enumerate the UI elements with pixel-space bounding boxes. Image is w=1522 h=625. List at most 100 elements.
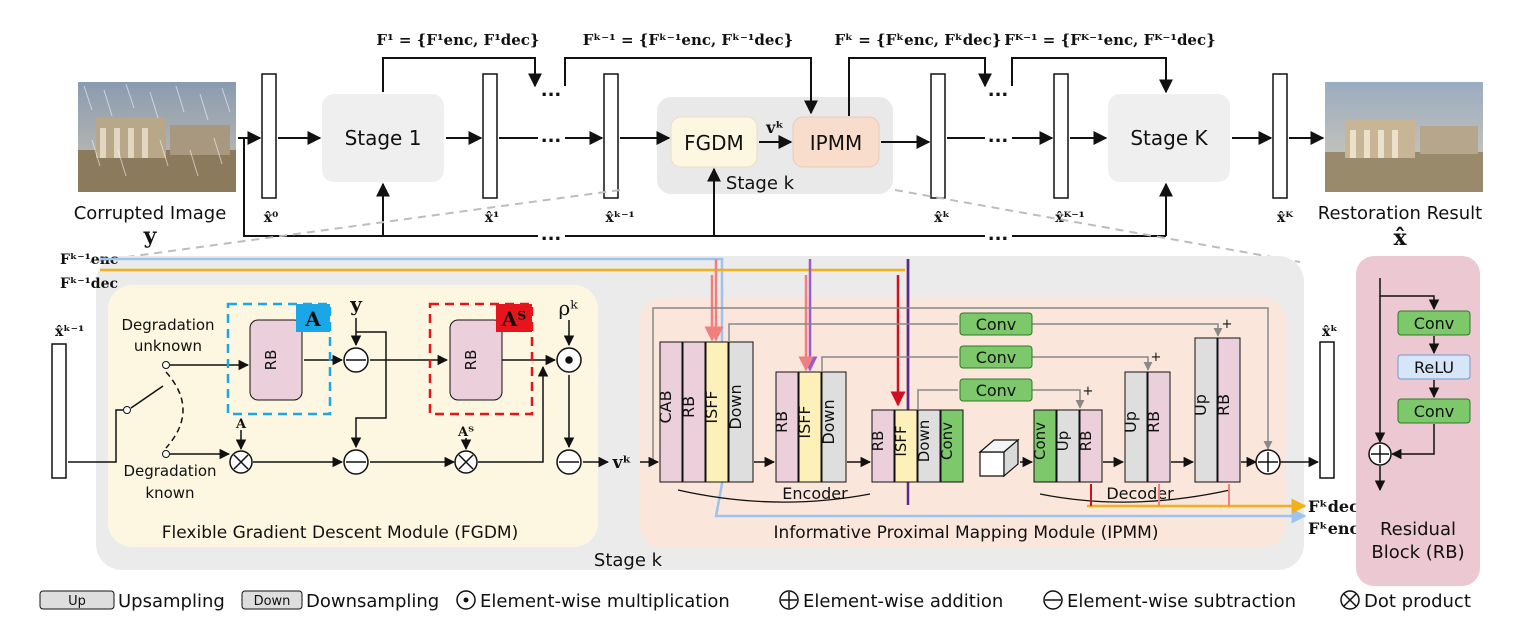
dec2-rb: RB [1144,411,1163,433]
ellipsis: ... [541,80,562,101]
enc1-isff: ISFF [702,390,721,423]
fgdm-box-label: FGDM [684,131,744,155]
rb-1-label: RB [262,350,280,371]
ipmm-box-label: IPMM [810,131,862,155]
ellipsis: ... [988,224,1009,245]
stage-1-box [322,94,444,182]
legend-mult: Element-wise multiplication [480,591,730,612]
degradation-known-label-1: Degradation [123,462,216,480]
legend-upsampling: Upsampling [118,591,225,612]
ellipsis: ... [541,224,562,245]
dec1-up: Up [1054,431,1072,452]
dec3-rb: RB [1214,394,1233,416]
encoder-block-1: CAB RB ISFF Down [656,341,754,483]
plus-3: + [1083,384,1094,399]
input-label: Corrupted Image [74,203,227,224]
x-in-bar [51,343,67,479]
decoder-label: Decoder [1106,484,1174,503]
encoder-label: Encoder [782,484,848,503]
encoder-block-2: RB ISFF Down [772,371,847,483]
fgdm-internals: Degradation unknown Degradation known [68,292,670,502]
feature-set-1: F¹ = {F¹enc, F¹dec} [376,31,539,49]
x-label-k: x̂ᵏ [934,210,950,226]
x-label-0: x̂⁰ [264,210,278,226]
rb-conv-1: Conv [1414,314,1455,333]
stage-k-bottom-label: Stage k [594,550,663,571]
enc3-conv: Conv [938,422,956,460]
x-label-K: x̂ᴷ [1277,210,1293,226]
legend-up-chip: Up [68,594,86,609]
ipmm-box [792,116,880,168]
residual-block-panel: Conv ReLU Conv Residual Block (RB) [1356,256,1480,586]
corrupted-image [78,82,236,192]
encoder-block-3: RB ISFF Down Conv [869,409,964,483]
y-label: y [349,292,363,316]
enc2-rb: RB [772,411,791,433]
f-enc-in-label: Fᵏ⁻¹enc [60,252,118,268]
at-box-label: Aᵀ [501,307,527,331]
feature-set-K-1: Fᴷ⁻¹ = {Fᴷ⁻¹enc, Fᴷ⁻¹dec} [1004,31,1216,49]
xK-1-bar [1053,73,1069,199]
input-symbol: y [143,223,158,249]
sub-icon [1043,590,1063,610]
enc2-down: Down [819,399,838,444]
feature-set-k: Fᵏ = {Fᵏenc, Fᵏdec} [835,31,1002,49]
legend-dot: Dot product [1364,591,1471,612]
enc1-down: Down [726,384,745,429]
dec3-up: Up [1191,394,1210,416]
add-icon [779,590,799,610]
dot-icon [1340,590,1360,610]
plus-1: + [1222,317,1233,332]
decoder-block-3: Up RB [1191,337,1241,483]
a-box [296,304,330,332]
top-pipeline: Corrupted Image y Restoration Result x̂ … [74,31,1483,263]
enc2-isff: ISFF [795,405,814,438]
a-box-label: A [304,307,321,331]
x-out-label: x̂ᵏ [1322,324,1338,340]
rb-title-2: Block (RB) [1371,542,1464,563]
legend: Up Upsampling Down Downsampling Element-… [39,590,1471,612]
stage-1-label: Stage 1 [345,126,422,150]
x1-bar [482,73,498,199]
x0-bar [261,73,277,199]
skip-conv-3: Conv [976,381,1017,400]
f-dec-in-label: Fᵏ⁻¹dec [60,276,118,292]
legend-sub: Element-wise subtraction [1067,591,1296,612]
enc3-down: Down [915,420,933,463]
rho-label: ρᵏ [558,296,578,320]
degradation-unknown-label-2: unknown [134,337,202,355]
x-out-bar [1319,341,1335,479]
xk-1-bar [603,73,619,199]
plus-2: + [1151,350,1162,365]
legend-down-chip: Down [254,594,291,609]
feature-set-k-1: Fᵏ⁻¹ = {Fᵏ⁻¹enc, Fᵏ⁻¹dec} [583,31,793,49]
skip-conv-1: Conv [976,315,1017,334]
skip-convs: Conv Conv Conv + + + [959,312,1233,402]
fgdm-box [670,116,758,168]
x-label-k-1: x̂ᵏ⁻¹ [605,210,634,226]
feature-set-labels: F¹ = {F¹enc, F¹dec} Fᵏ⁻¹ = {Fᵏ⁻¹enc, Fᵏ⁻… [376,31,1215,49]
enc1-rb: RB [679,396,698,418]
legend-downsampling: Downsampling [306,591,439,612]
dec1-conv: Conv [1031,422,1049,460]
degradation-known-label-2: known [145,484,194,502]
fgdm-title: Flexible Gradient Descent Module (FGDM) [162,523,518,543]
x-in-label: x̂ᵏ⁻¹ [55,324,84,340]
restoration-result-image [1325,82,1483,192]
xK-bar [1272,73,1288,199]
intermediate-bars [261,73,1288,199]
ellipsis: ... [988,80,1009,101]
stage-K-label: Stage K [1130,126,1208,150]
legend-add: Element-wise addition [803,591,1003,612]
decoder-block-2: Up RB [1121,371,1171,483]
decoder-block-1: Conv Up RB [1031,409,1103,483]
dec2-up: Up [1121,411,1140,433]
ipmm-title: Informative Proximal Mapping Module (IPM… [774,523,1159,543]
ellipsis: ... [988,126,1009,147]
a-small-label: A [235,417,247,432]
f-enc-out-label: Fᵏenc [1308,519,1360,538]
rb-2-label: RB [462,350,480,371]
bottleneck-cube [978,438,1020,478]
vk-label-top: vᵏ [765,118,784,137]
